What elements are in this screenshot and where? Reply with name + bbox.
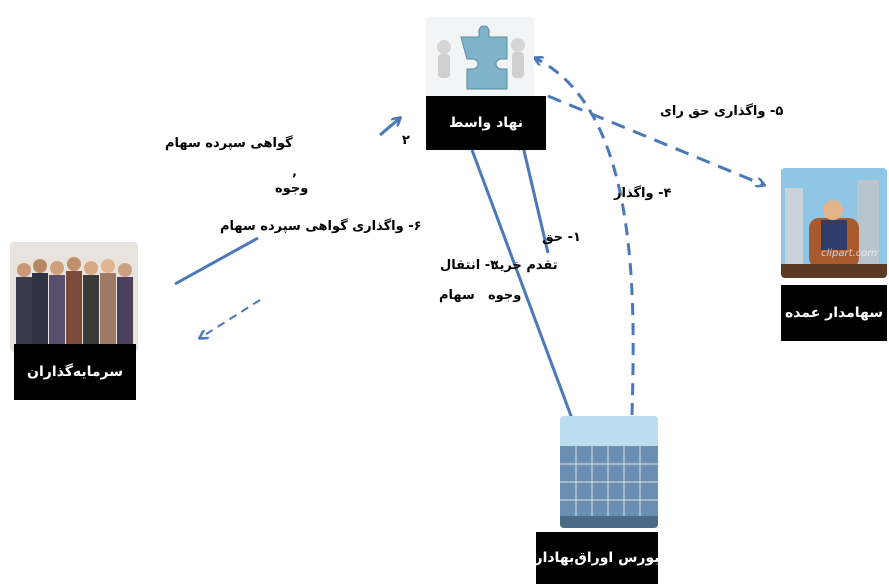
label-7-mark: ٬ (292, 172, 297, 187)
arrow-rights-to-intermediary (522, 142, 550, 254)
intermediary-image (426, 17, 534, 101)
arrow-intermediary-to-exchange (470, 149, 580, 440)
intermediary-label: نهاد واسط (426, 96, 546, 150)
label-1-line3: سهام (439, 288, 475, 303)
label-1-line2: تقدم خرید (492, 258, 558, 273)
label-5: ۵- واگذاری حق رای (660, 104, 784, 119)
investors-image (10, 242, 138, 352)
arrow-exchange-to-intermediary-dashed (535, 58, 635, 416)
investors-label: سرمایه‌گذاران (14, 344, 136, 400)
arrow-2-to-intermediary (379, 118, 400, 137)
major-shareholder-image: clipart.com (781, 168, 887, 278)
exchange-image (560, 416, 658, 528)
label-3-line2: وجوه (488, 288, 522, 303)
watermark: clipart.com (821, 248, 878, 259)
label-4: ۴- واگذار (614, 186, 672, 201)
label-2-number: ۲ (402, 133, 410, 148)
arrow-intermediary-to-major (547, 94, 764, 185)
exchange-label: بورس اوراق‌بهادار (535, 532, 659, 584)
label-2-text: گواهی سپرده سهام (165, 136, 293, 151)
arrow-investors-to-intermediary (174, 236, 259, 286)
arrow-intermediary-to-investors (200, 299, 261, 338)
label-3-line1: ۳- انتقال (440, 258, 499, 273)
label-1-line1: ۱- حق (542, 230, 581, 245)
major-shareholder-label: سهامدار عمده (781, 285, 887, 341)
label-6: ۶- واگذاری گواهی سپرده سهام (220, 219, 422, 234)
label-7: وجوه (275, 181, 309, 196)
